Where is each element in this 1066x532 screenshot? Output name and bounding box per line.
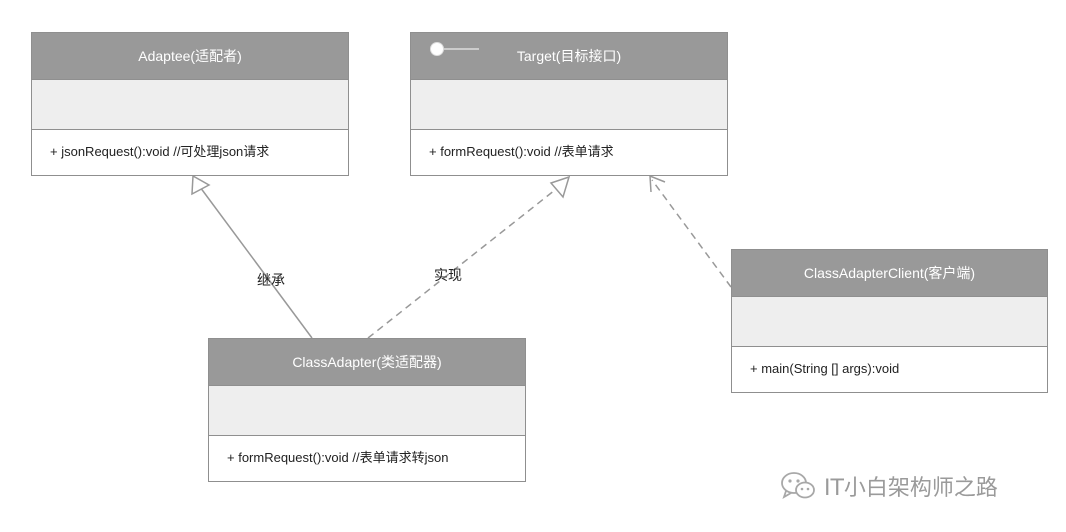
class-target-attributes xyxy=(411,80,727,130)
class-target-name: Target(目标接口) xyxy=(516,48,622,64)
realize-arrowhead xyxy=(549,175,571,199)
class-adaptee-attributes xyxy=(32,80,348,130)
class-adapter-attributes xyxy=(209,386,525,436)
class-client[interactable]: ClassAdapterClient(客户端) + main(String []… xyxy=(731,249,1048,393)
class-adapter[interactable]: ClassAdapter(类适配器) + formRequest():void … xyxy=(208,338,526,482)
dependency-arrowhead xyxy=(649,174,666,193)
watermark-text: IT小白架构师之路 xyxy=(824,476,998,501)
class-adapter-name: ClassAdapter(类适配器) xyxy=(209,339,525,386)
realize-label: 实现 xyxy=(434,267,462,283)
realize-line xyxy=(367,185,561,339)
class-target[interactable]: Target(目标接口) + formRequest():void //表单请求 xyxy=(410,32,728,176)
class-adaptee-operation: + jsonRequest():void //可处理json请求 xyxy=(50,144,270,159)
class-client-operation: + main(String [] args):void xyxy=(750,361,900,376)
inherit-arrowhead xyxy=(191,174,211,196)
class-target-operation: + formRequest():void //表单请求 xyxy=(429,144,614,159)
inherit-label: 继承 xyxy=(257,272,285,288)
interface-lollipop-icon xyxy=(430,42,479,56)
wechat-icon xyxy=(781,472,815,499)
class-adaptee-name: Adaptee(适配者) xyxy=(32,33,348,80)
class-client-attributes xyxy=(732,297,1047,347)
watermark: IT小白架构师之路 xyxy=(780,468,998,504)
class-adapter-operation: + formRequest():void //表单请求转json xyxy=(227,450,449,465)
inherit-line xyxy=(199,186,313,339)
dependency-line xyxy=(651,179,732,288)
class-client-name: ClassAdapterClient(客户端) xyxy=(732,250,1047,297)
class-target-header: Target(目标接口) xyxy=(411,33,727,80)
class-adaptee[interactable]: Adaptee(适配者) + jsonRequest():void //可处理j… xyxy=(31,32,349,176)
